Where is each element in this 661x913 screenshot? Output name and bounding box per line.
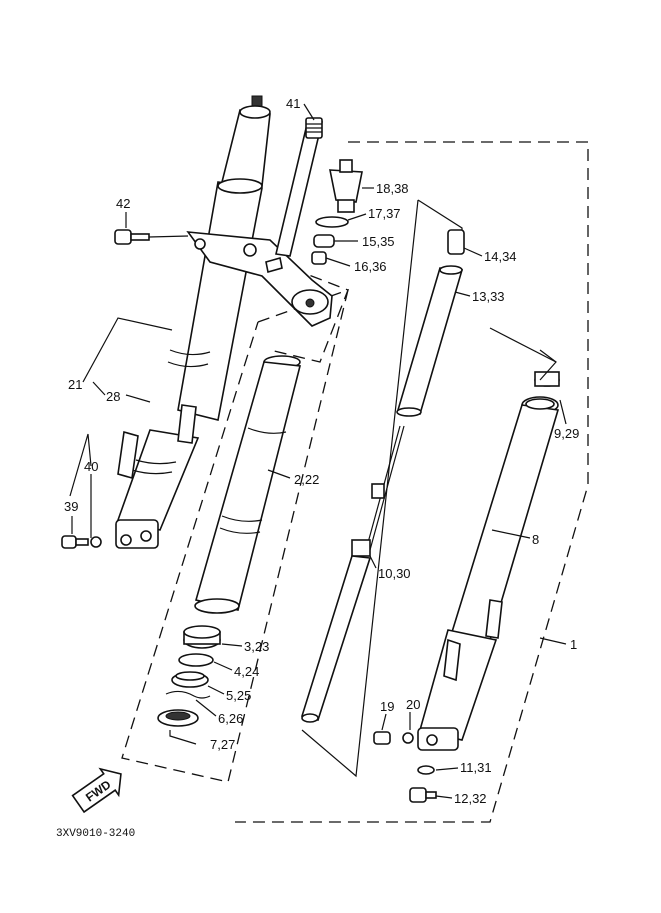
- callout-labels: 41 42 18,38 17,37 15,35 16,36 14,34 13,3…: [64, 96, 579, 806]
- callout-40: 40: [84, 459, 98, 474]
- callout-42: 42: [116, 196, 130, 211]
- bolt-42: [114, 229, 189, 245]
- callout-14-34: 14,34: [484, 249, 517, 264]
- outer-tube: [194, 355, 302, 614]
- inner-tube-right: [417, 371, 560, 751]
- assembly-boundary-main: [235, 141, 589, 823]
- callout-21: 21: [68, 377, 82, 392]
- assembly-boundary-steering: [269, 261, 349, 363]
- callout-8: 8: [532, 532, 539, 547]
- steering-stem: [275, 117, 323, 257]
- callout-15-35: 15,35: [362, 234, 395, 249]
- fwd-arrow-icon: FWD: [71, 767, 122, 814]
- assembled-fork-left: [115, 95, 333, 549]
- callout-19: 19: [380, 699, 394, 714]
- spring-group: [396, 229, 465, 417]
- callout-41: 41: [286, 96, 300, 111]
- callout-11-31: 11,31: [460, 760, 492, 775]
- callout-20: 20: [406, 697, 420, 712]
- callout-17-37: 17,37: [368, 206, 401, 221]
- callout-2-22: 2,22: [294, 472, 319, 487]
- callout-1: 1: [570, 637, 577, 652]
- bottom-fasteners: [373, 731, 437, 803]
- callout-28: 28: [106, 389, 120, 404]
- damper-rod: [300, 425, 405, 723]
- seal-stack: [157, 625, 221, 727]
- drawing-code: 3XV9010-3240: [56, 828, 135, 840]
- callout-3-23: 3,23: [244, 639, 269, 654]
- bolt-39-washer-40: [61, 535, 102, 549]
- callout-39: 39: [64, 499, 78, 514]
- callout-18-38: 18,38: [376, 181, 409, 196]
- callout-4-24: 4,24: [234, 664, 259, 679]
- callout-13-33: 13,33: [472, 289, 505, 304]
- callout-12-32: 12,32: [454, 791, 487, 806]
- adjuster-group: [311, 159, 363, 265]
- callout-7-27: 7,27: [210, 737, 235, 752]
- callout-10-30: 10,30: [378, 566, 411, 581]
- callout-6-26: 6,26: [218, 711, 243, 726]
- callout-9-29: 9,29: [554, 426, 579, 441]
- leader-lines: [69, 103, 567, 799]
- callout-16-36: 16,36: [354, 259, 387, 274]
- callout-5-25: 5,25: [226, 688, 251, 703]
